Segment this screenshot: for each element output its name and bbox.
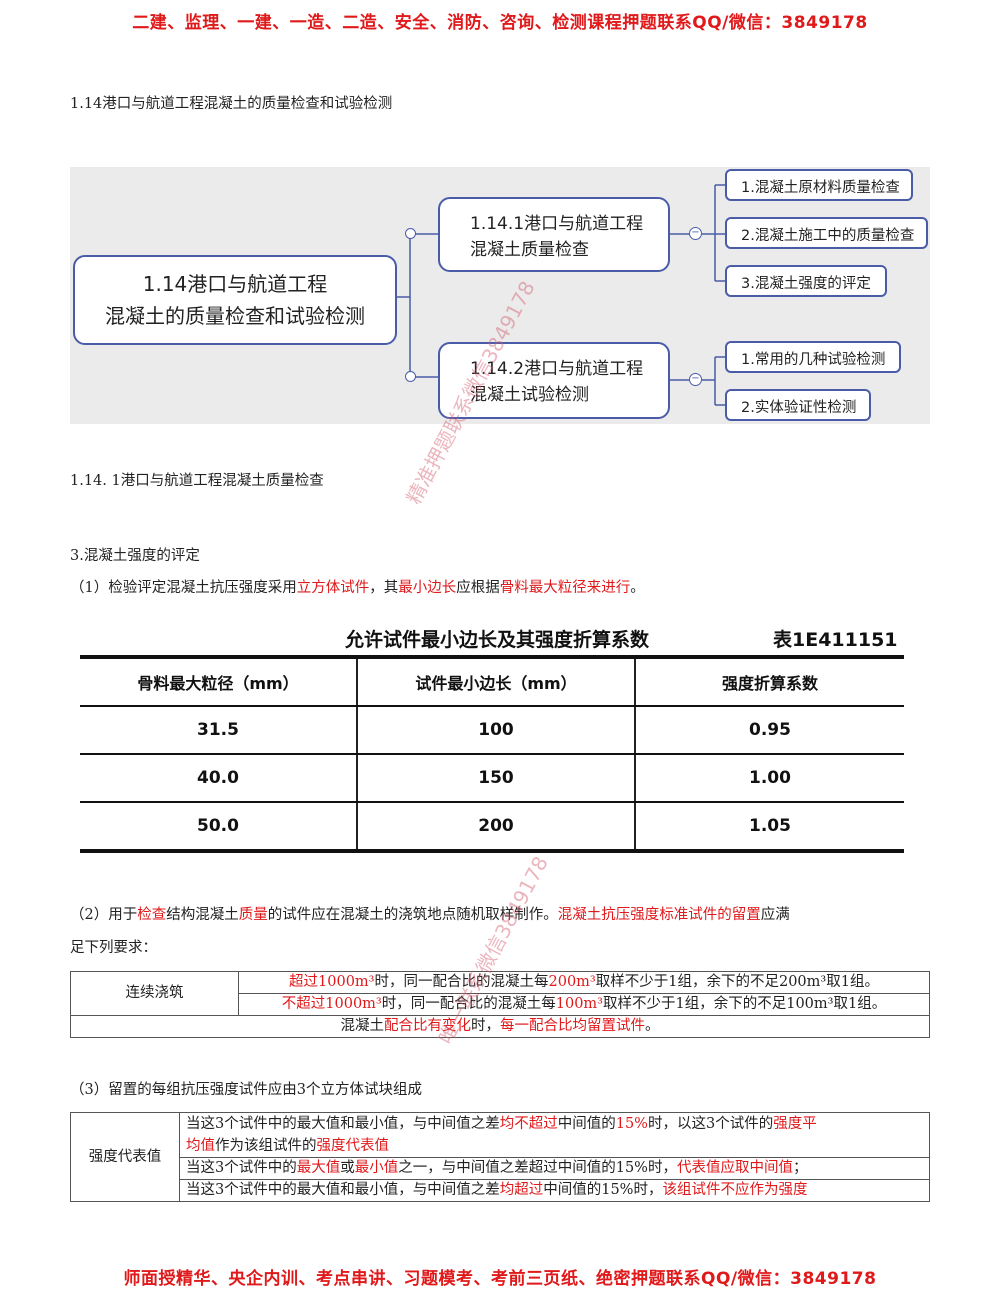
mindmap-leaf-2-2: 2.实体验证性检测 bbox=[725, 389, 871, 421]
table-row: 当这3个试件中的最大值和最小值，与中间值之差均超过中间值的15%时，该组试件不应… bbox=[71, 1179, 930, 1202]
table-header: 试件最小边长（mm） bbox=[356, 655, 635, 707]
branch-2-line-1: 1.14.2港口与航道工程 bbox=[470, 359, 644, 379]
top-banner: 二建、监理、一建、一造、二造、安全、消防、咨询、检测课程押题联系QQ/微信：38… bbox=[132, 13, 868, 33]
mindmap-leaf-1-1: 1.混凝土原材料质量检查 bbox=[725, 169, 913, 201]
branch-1-line-2: 混凝土质量检查 bbox=[470, 240, 589, 260]
collapse-icon[interactable]: − bbox=[689, 373, 702, 386]
row-label: 连续浇筑 bbox=[70, 971, 239, 1016]
node-connector-dot bbox=[405, 371, 416, 382]
table-row: 强度代表值 当这3个试件中的最大值和最小值，与中间值之差均不超过中间值的15%时… bbox=[70, 1112, 930, 1202]
mindmap-leaf-2-1: 1.常用的几种试验检测 bbox=[725, 341, 901, 373]
collapse-icon[interactable]: − bbox=[689, 227, 702, 240]
root-line-2: 混凝土的质量检查和试验检测 bbox=[105, 304, 365, 328]
mindmap-root-node: 1.14港口与航道工程混凝土的质量检查和试验检测 bbox=[73, 255, 397, 345]
subsection-heading: 1.14. 1港口与航道工程混凝土质量检查 bbox=[70, 473, 324, 489]
sampling-requirements-table: 连续浇筑 超过1000m³时，同一配合比的混凝土每200m³取样不少于1组，余下… bbox=[70, 971, 930, 1038]
table-header: 强度折算系数 bbox=[634, 655, 904, 707]
mind-map-connectors bbox=[396, 184, 725, 406]
size-table-code: 表1E411151 bbox=[773, 629, 898, 651]
section-heading: 1.14港口与航道工程混凝土的质量检查和试验检测 bbox=[70, 96, 393, 112]
mind-map: 1.14港口与航道工程混凝土的质量检查和试验检测 1.14.1港口与航道工程 混… bbox=[70, 167, 930, 424]
paragraph-1: （1）检验评定混凝土抗压强度采用立方体试件，其最小边长应根据骨料最大粒径来进行。 bbox=[70, 580, 645, 596]
mindmap-branch-2: 1.14.2港口与航道工程 混凝土试验检测 bbox=[438, 342, 670, 419]
item-3-heading: 3.混凝土强度的评定 bbox=[70, 548, 200, 564]
table-row: 连续浇筑 超过1000m³时，同一配合比的混凝土每200m³取样不少于1组，余下… bbox=[70, 971, 930, 1016]
node-connector-dot bbox=[405, 228, 416, 239]
table-header: 骨料最大粒径（mm） bbox=[80, 655, 357, 707]
table-row: 混凝土配合比有变化时，每一配合比均留置试件。 bbox=[70, 1015, 930, 1038]
mindmap-branch-1: 1.14.1港口与航道工程 混凝土质量检查 bbox=[438, 197, 670, 272]
row-label: 强度代表值 bbox=[70, 1112, 180, 1202]
paragraph-2-continued: 足下列要求： bbox=[70, 940, 157, 956]
table-row: 不超过1000m³时，同一配合比的混凝土每100m³取样不少于1组，余下的不足1… bbox=[71, 993, 930, 1016]
paragraph-2: （2）用于检查结构混凝土质量的试件应在混凝土的浇筑地点随机取样制作。混凝土抗压强… bbox=[70, 907, 790, 923]
branch-2-line-2: 混凝土试验检测 bbox=[470, 385, 589, 405]
size-table-title: 允许试件最小边长及其强度折算系数 bbox=[345, 629, 650, 651]
table-row: 当这3个试件中的最大值或最小值之一，与中间值之差超过中间值的15%时，代表值应取… bbox=[71, 1157, 930, 1180]
mindmap-leaf-1-3: 3.混凝土强度的评定 bbox=[725, 265, 887, 297]
bottom-banner: 师面授精华、央企内训、考点串讲、习题模考、考前三页纸、绝密押题联系QQ/微信：3… bbox=[123, 1269, 877, 1289]
mindmap-leaf-1-2: 2.混凝土施工中的质量检查 bbox=[725, 217, 928, 249]
paragraph-3: （3）留置的每组抗压强度试件应由3个立方体试块组成 bbox=[70, 1082, 422, 1098]
root-line-1: 1.14港口与航道工程 bbox=[142, 272, 328, 296]
branch-1-line-1: 1.14.1港口与航道工程 bbox=[470, 214, 644, 234]
representative-value-table: 强度代表值 当这3个试件中的最大值和最小值，与中间值之差均不超过中间值的15%时… bbox=[70, 1112, 930, 1202]
